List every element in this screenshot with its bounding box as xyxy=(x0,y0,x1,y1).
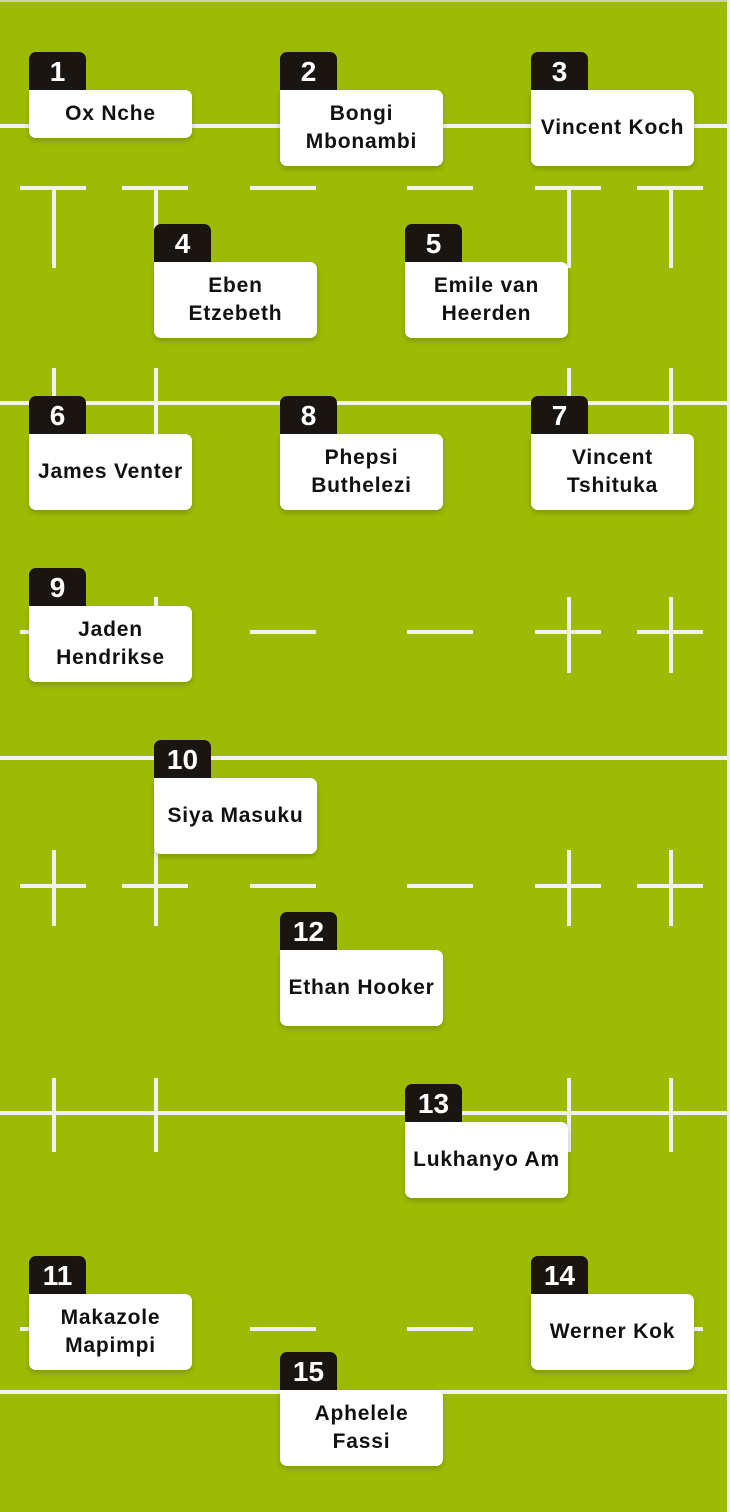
pitch-line xyxy=(0,401,727,405)
player-name: Emile van Heerden xyxy=(405,262,568,338)
jersey-number-badge: 5 xyxy=(405,224,462,262)
pitch-tick xyxy=(52,850,56,926)
pitch-tick xyxy=(669,368,673,438)
jersey-number-badge: 13 xyxy=(405,1084,462,1122)
pitch-line xyxy=(0,1111,727,1115)
page-edge xyxy=(727,0,730,1512)
player-name: Vincent Tshituka xyxy=(531,434,694,510)
pitch-tick xyxy=(567,597,571,673)
pitch-dash xyxy=(250,884,316,888)
pitch-tick xyxy=(567,186,571,268)
jersey-number-badge: 12 xyxy=(280,912,337,950)
jersey-number-badge: 1 xyxy=(29,52,86,90)
pitch-dash xyxy=(250,186,316,190)
jersey-number-badge: 14 xyxy=(531,1256,588,1294)
player-name: Lukhanyo Am xyxy=(405,1122,568,1198)
jersey-number-badge: 9 xyxy=(29,568,86,606)
pitch-tick xyxy=(567,1078,571,1152)
player-name: Phepsi Buthelezi xyxy=(280,434,443,510)
pitch-dash xyxy=(250,1327,316,1331)
jersey-number-badge: 4 xyxy=(154,224,211,262)
pitch-tick xyxy=(154,850,158,926)
pitch-tick xyxy=(154,1078,158,1152)
pitch-dash xyxy=(407,1327,473,1331)
pitch-dash xyxy=(407,884,473,888)
pitch-tick xyxy=(669,186,673,268)
jersey-number-badge: 8 xyxy=(280,396,337,434)
pitch-tick xyxy=(52,1078,56,1152)
jersey-number-badge: 15 xyxy=(280,1352,337,1390)
player-name: Bongi Mbonambi xyxy=(280,90,443,166)
pitch-line xyxy=(0,756,727,760)
jersey-number-badge: 11 xyxy=(29,1256,86,1294)
pitch-dash xyxy=(407,630,473,634)
pitch-dash xyxy=(407,186,473,190)
player-name: James Venter xyxy=(29,434,192,510)
player-name: Eben Etzebeth xyxy=(154,262,317,338)
jersey-number-badge: 2 xyxy=(280,52,337,90)
pitch-tick xyxy=(669,597,673,673)
player-name: Werner Kok xyxy=(531,1294,694,1370)
player-name: Aphelele Fassi xyxy=(280,1390,443,1466)
player-name: Jaden Hendrikse xyxy=(29,606,192,682)
jersey-number-badge: 10 xyxy=(154,740,211,778)
jersey-number-badge: 6 xyxy=(29,396,86,434)
pitch-tick xyxy=(567,850,571,926)
pitch-tick xyxy=(669,850,673,926)
jersey-number-badge: 3 xyxy=(531,52,588,90)
pitch-tick xyxy=(52,186,56,268)
player-name: Makazole Mapimpi xyxy=(29,1294,192,1370)
player-name: Vincent Koch xyxy=(531,90,694,166)
pitch-tick xyxy=(669,1078,673,1152)
pitch-dash xyxy=(250,630,316,634)
jersey-number-badge: 7 xyxy=(531,396,588,434)
player-name: Siya Masuku xyxy=(154,778,317,854)
pitch-tick xyxy=(154,368,158,438)
player-name: Ethan Hooker xyxy=(280,950,443,1026)
player-name: Ox Nche xyxy=(29,90,192,138)
